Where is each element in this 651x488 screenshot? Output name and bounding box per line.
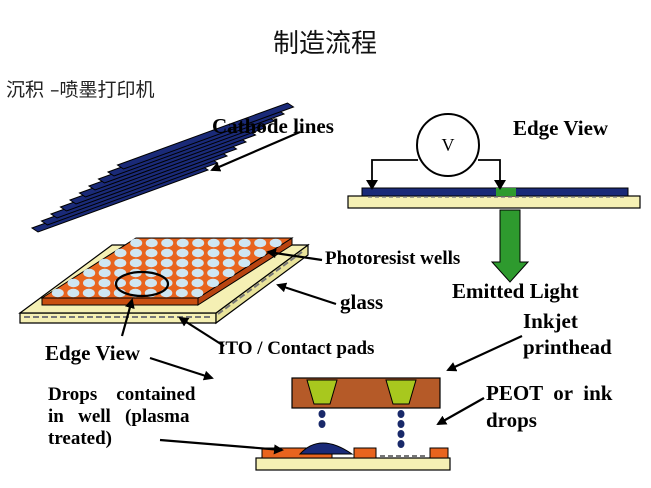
arrow-glass [276, 282, 337, 306]
well [145, 248, 158, 258]
well [269, 238, 282, 248]
well [222, 268, 235, 278]
well [207, 248, 220, 258]
edge-view-bottom [255, 442, 451, 471]
well [207, 268, 220, 278]
well [175, 288, 188, 298]
well [192, 238, 205, 248]
well [207, 278, 219, 288]
ink-drops [318, 410, 405, 448]
voltmeter-label: V [442, 135, 455, 155]
well [145, 278, 157, 288]
well [130, 238, 143, 248]
well [98, 258, 111, 268]
label-cathode-lines: Cathode lines [212, 114, 334, 138]
voltmeter-icon [416, 113, 480, 177]
ink-drop [397, 440, 405, 448]
label-peot-2: drops [486, 408, 537, 432]
well [83, 278, 95, 288]
arrow-ito [178, 316, 225, 347]
label-glass: glass [340, 290, 383, 314]
ink-drop [397, 410, 405, 418]
well [191, 288, 204, 298]
arrow-edge-view-left [120, 298, 135, 337]
well [145, 238, 158, 248]
photoresist-wells [51, 238, 282, 298]
well [98, 278, 111, 288]
well [160, 278, 173, 288]
well [191, 258, 204, 268]
well [67, 288, 80, 298]
well [160, 288, 173, 298]
well [238, 238, 251, 248]
well [191, 268, 204, 278]
well [83, 268, 96, 278]
well [176, 278, 188, 288]
edge-view-top [347, 187, 641, 209]
well [129, 278, 142, 288]
well [176, 258, 189, 268]
label-ito-pads: ITO / Contact pads [218, 338, 374, 359]
well [98, 268, 111, 278]
page-title: 制造流程 [273, 29, 377, 59]
well [98, 288, 111, 298]
ink-drop [318, 420, 326, 428]
well [223, 238, 236, 248]
highlight-circle [114, 270, 170, 298]
label-edge-view-top: Edge View [513, 116, 609, 140]
well [254, 248, 266, 258]
ink-drop [318, 410, 326, 418]
well [254, 238, 267, 248]
ink-drop [397, 420, 405, 428]
label-inkjet-2: printhead [523, 335, 612, 359]
well [176, 268, 189, 278]
well [114, 258, 127, 268]
label-inkjet-1: Inkjet [523, 309, 578, 333]
well [114, 248, 127, 258]
well [161, 248, 173, 258]
well [192, 248, 204, 258]
voltmeter-circuit: V [366, 113, 506, 190]
emitted-light-arrow [490, 209, 530, 283]
label-drops-2: in well (plasma [48, 406, 190, 427]
ink-drop [397, 430, 405, 438]
well [145, 258, 158, 268]
inkjet-printhead [291, 377, 441, 409]
arrow-drops [159, 438, 284, 455]
label-emitted-light: Emitted Light [452, 279, 579, 303]
cathode-lines [30, 102, 295, 233]
label-edge-view-bottom: Edge View [45, 341, 141, 365]
well [223, 248, 235, 258]
well [222, 258, 235, 268]
well [191, 278, 204, 288]
arrow-peot [436, 397, 485, 425]
well [207, 258, 220, 268]
well [238, 258, 251, 268]
page-subtitle: 沉积 –喷墨打印机 [6, 79, 155, 101]
well [160, 268, 173, 278]
well [238, 248, 251, 258]
well [161, 238, 174, 248]
well [67, 278, 80, 288]
cathode-line [116, 102, 295, 170]
arrow-printhead [446, 335, 523, 372]
well [130, 248, 142, 258]
label-drops-3: treated) [48, 428, 112, 449]
arrow-cathode [210, 130, 301, 172]
well [82, 288, 95, 298]
label-drops-1: Drops contained [48, 384, 196, 405]
arrow-edge-view-right [149, 356, 214, 381]
well [207, 238, 220, 248]
well [176, 248, 189, 258]
pointer-arrows [120, 130, 523, 455]
well [160, 258, 173, 268]
label-peot-1: PEOT or ink [486, 381, 613, 405]
well [51, 288, 64, 298]
well [176, 238, 189, 248]
label-photoresist-wells: Photoresist wells [325, 248, 460, 269]
well [129, 258, 142, 268]
arrow-photoresist [266, 248, 323, 262]
